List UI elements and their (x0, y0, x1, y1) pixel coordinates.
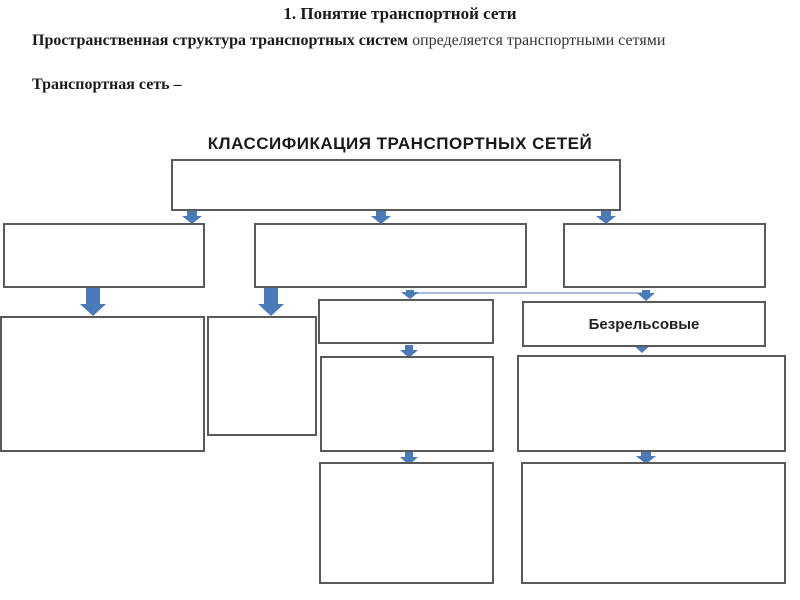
arrow-root-middle-icon (371, 210, 391, 224)
paragraph-rest-text: определяется транспортными сетями (412, 32, 666, 49)
node-left (3, 223, 205, 288)
connector-line (409, 291, 647, 294)
arrow-railless-icon (637, 290, 655, 301)
node-middle-child (207, 316, 317, 436)
node-rail-child-2 (319, 462, 494, 584)
page-title: 1. Понятие транспортной сети (283, 4, 517, 23)
node-right (563, 223, 766, 288)
node-rail (318, 299, 494, 344)
definition-line: Транспортная сеть – (32, 76, 182, 93)
node-railless-child-2 (521, 462, 786, 584)
arrow-root-right-icon (596, 210, 616, 224)
intro-paragraph: Пространственная структура транспортных … (32, 30, 780, 52)
node-left-child (0, 316, 205, 452)
arrow-left-child-icon (80, 288, 106, 316)
node-root (171, 159, 621, 211)
arrow-rail-icon (401, 290, 419, 299)
node-railless-child-1 (517, 355, 786, 452)
arrow-root-left-icon (182, 210, 202, 224)
node-railless: Безрельсовые (522, 301, 766, 347)
paragraph-bold-text: Пространственная структура транспортных … (32, 32, 409, 49)
diagram-heading: КЛАССИФИКАЦИЯ ТРАНСПОРТНЫХ СЕТЕЙ (207, 134, 593, 153)
arrow-middle-child-icon (258, 288, 284, 316)
node-rail-child-1 (320, 356, 494, 452)
node-middle (254, 223, 527, 288)
